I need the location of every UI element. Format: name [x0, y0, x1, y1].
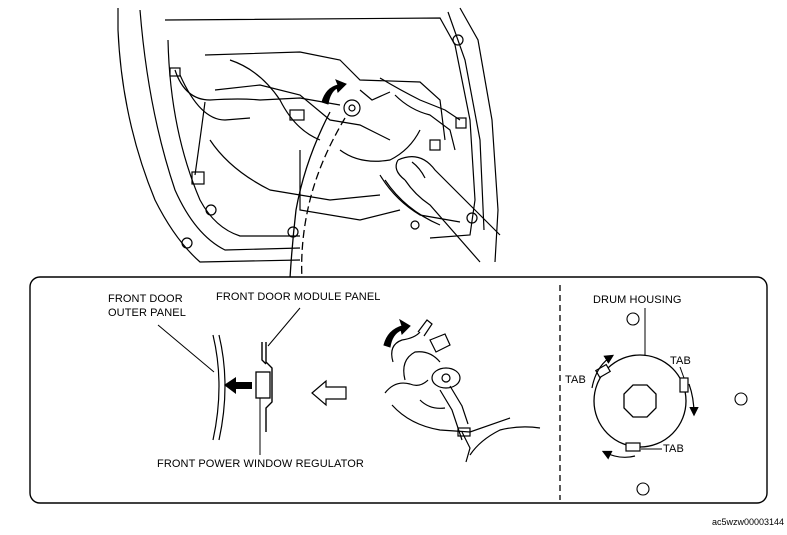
- leader-outer-panel: [157, 324, 215, 373]
- module-panel-shape: [261, 342, 273, 432]
- rotation-arrow-top: [321, 79, 347, 105]
- outer-panel-arc: [212, 334, 220, 441]
- rotation-arrow-upper-left: [591, 354, 615, 389]
- label-outer-panel-line2: OUTER PANEL: [108, 307, 186, 319]
- rotation-arrow-bottom: [601, 450, 636, 460]
- hand-with-regulator: [384, 319, 541, 463]
- label-tab-bottom: TAB: [663, 443, 684, 455]
- direction-arrow-hollow: [311, 379, 347, 407]
- hole-top: [626, 312, 640, 326]
- label-regulator: FRONT POWER WINDOW REGULATOR: [157, 458, 364, 470]
- rotation-arrow-detail: [383, 318, 411, 348]
- label-tab-right: TAB: [670, 355, 691, 367]
- tab-left-shape: [594, 363, 612, 379]
- direction-arrow-black: [224, 377, 252, 394]
- hole-right: [734, 392, 748, 406]
- detail-box: [29, 276, 768, 504]
- hole-bottom: [636, 482, 650, 496]
- regulator-block: [255, 371, 271, 399]
- label-drum-housing: DRUM HOUSING: [593, 294, 682, 306]
- door-illustration: [117, 7, 501, 263]
- drum-octagon: [623, 384, 657, 418]
- tab-bottom-shape: [625, 442, 641, 452]
- detail-leader-left: [301, 117, 346, 281]
- tab-right-shape: [679, 377, 689, 393]
- label-tab-left: TAB: [565, 374, 586, 386]
- figure-code: ac5wzw00003144: [712, 517, 785, 527]
- leader-module-panel: [267, 307, 301, 347]
- label-outer-panel-line1: FRONT DOOR: [108, 293, 183, 305]
- label-module-panel: FRONT DOOR MODULE PANEL: [216, 291, 381, 303]
- leader-tab-right: [679, 366, 685, 379]
- rotation-arrow-right: [688, 383, 699, 417]
- detail-leader-right: [289, 111, 331, 279]
- outer-panel-arc-inner: [218, 334, 226, 441]
